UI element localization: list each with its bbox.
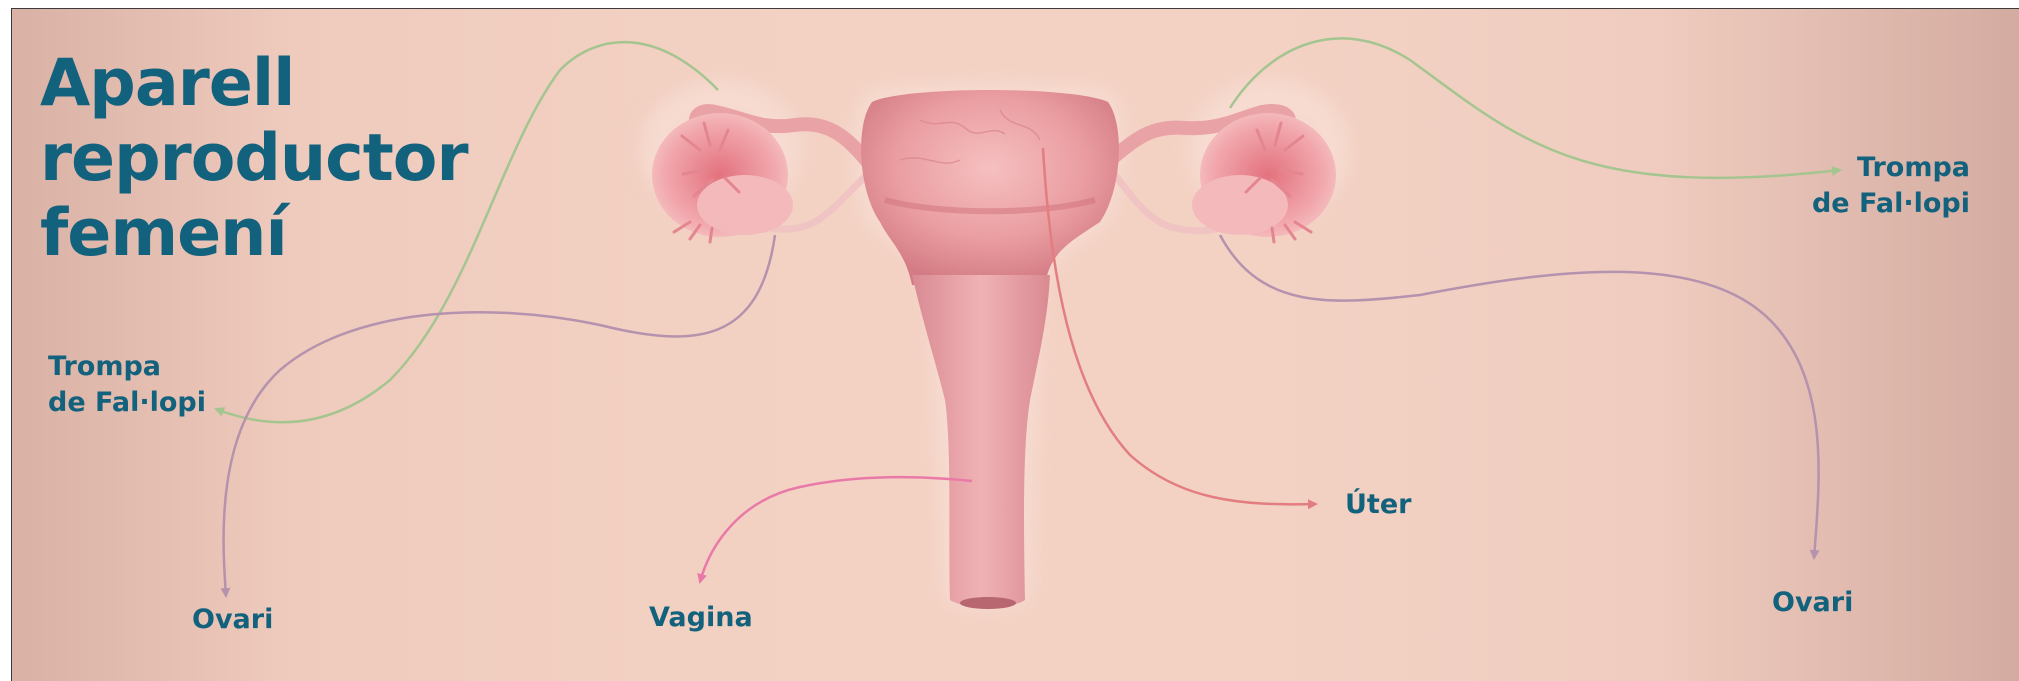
label-uterus-text: Úter (1345, 487, 1411, 523)
label-fallopian-right-line-1: Trompa (1790, 150, 1970, 186)
label-vagina: Vagina (649, 600, 753, 636)
reproductive-organ-illustration (640, 80, 1350, 609)
leader-ovary-right (1220, 235, 1819, 558)
label-vagina-text: Vagina (649, 600, 753, 636)
label-uterus: Úter (1345, 487, 1411, 523)
label-fallopian-left: Trompa de Fal·lopi (48, 349, 206, 421)
label-ovary-left-text: Ovari (192, 602, 273, 638)
title-line-1: Aparell (40, 46, 468, 121)
label-ovary-left: Ovari (192, 602, 273, 638)
uterus-body (861, 90, 1119, 285)
label-ovary-right: Ovari (1772, 585, 1853, 621)
leader-vagina (700, 477, 972, 582)
label-fallopian-left-line-1: Trompa (48, 349, 206, 385)
label-fallopian-right-line-2: de Fal·lopi (1790, 186, 1970, 222)
label-ovary-right-text: Ovari (1772, 585, 1853, 621)
title-line-2: reproductor (40, 121, 468, 196)
title-line-3: femení (40, 196, 468, 271)
label-fallopian-left-line-2: de Fal·lopi (48, 385, 206, 421)
leader-ovary-left (224, 235, 775, 596)
page-title: Aparell reproductor femení (40, 46, 468, 271)
label-fallopian-right: Trompa de Fal·lopi (1790, 150, 1970, 222)
